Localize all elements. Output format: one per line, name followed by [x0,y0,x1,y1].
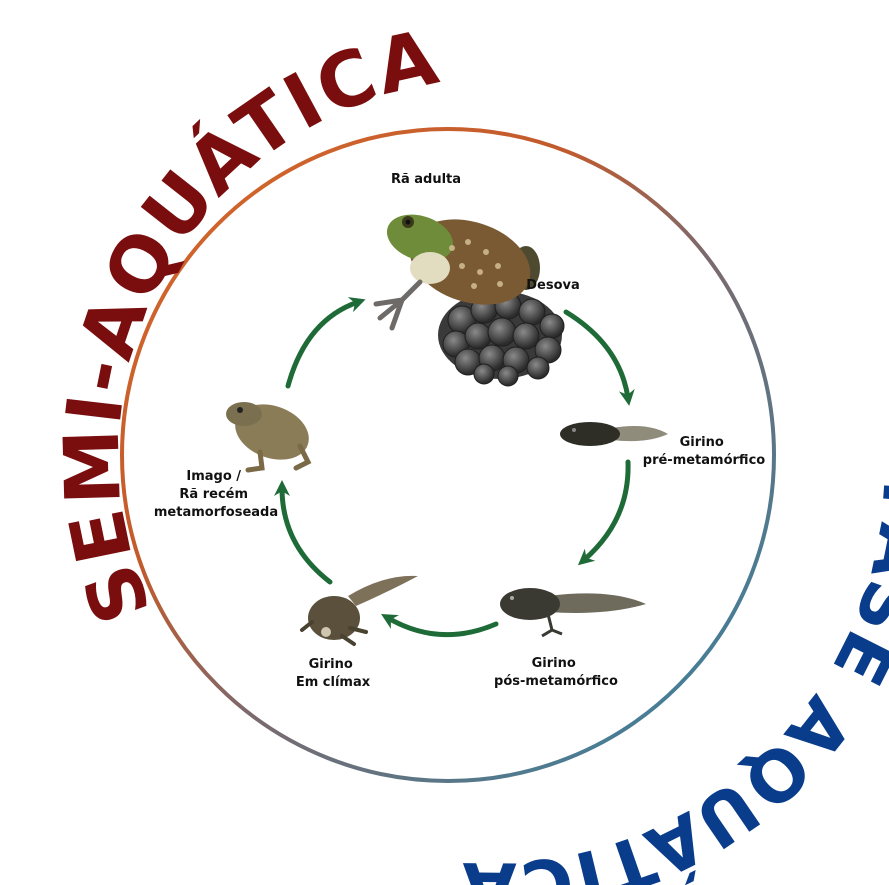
arrow-spawn-to-pre [566,312,628,398]
arrow-climax-to-imago [282,488,330,582]
semi-aquatic-title: SEMI-AQUÁTICA [47,12,447,635]
arrow-post-to-climax [388,618,496,635]
label-adult-frog: Rã adulta [391,172,461,187]
froglet-icon [226,395,317,470]
label-imago: Imago / Rã recém metamorfoseada [154,469,278,520]
label-spawn: Desova [526,278,580,293]
climax-tadpole-icon [302,576,418,644]
label-pre-metamorphic: Girino pré-metamórfico [643,435,766,468]
arrow-pre-to-post [584,462,628,560]
arrow-imago-to-adult [288,302,358,386]
post-metamorphic-tadpole-icon [500,588,646,636]
label-climax: Girino Em clímax [296,657,371,690]
label-post-metamorphic: Girino pós-metamórfico [494,656,618,689]
pre-metamorphic-tadpole-icon [560,422,668,446]
egg-mass-icon [438,291,564,386]
